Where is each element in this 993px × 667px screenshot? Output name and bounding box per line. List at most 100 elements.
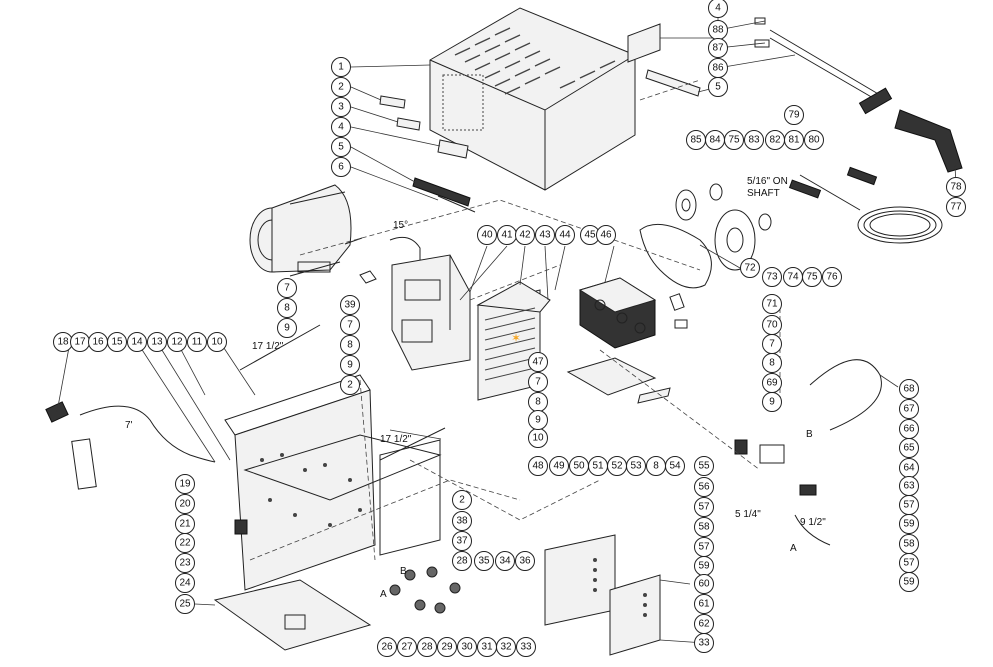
callout-label: 8 — [653, 461, 659, 472]
callout-87: 87 — [708, 38, 728, 58]
callout-55: 55 — [694, 456, 714, 476]
callout-8: 8 — [762, 353, 782, 373]
frame — [224, 374, 442, 591]
callout-label: 8 — [769, 358, 775, 369]
callout-label: 83 — [748, 135, 760, 146]
callout-7: 7 — [528, 372, 548, 392]
callout-43: 43 — [535, 225, 555, 245]
callout-label: 77 — [950, 202, 962, 213]
callout-label: 4 — [715, 3, 721, 14]
callout-label: 17 — [74, 337, 86, 348]
callout-label: 79 — [788, 110, 800, 121]
note-connector-a-right: A — [790, 543, 797, 554]
callout-33: 33 — [694, 633, 714, 653]
callout-label: 59 — [903, 519, 915, 530]
switch-panel — [391, 254, 471, 371]
callout-label: 70 — [766, 320, 778, 331]
callout-label: 55 — [698, 461, 710, 472]
callout-26: 26 — [377, 637, 397, 657]
callout-1: 1 — [331, 57, 351, 77]
note-shaft-line2: SHAFT — [747, 188, 780, 199]
callout-72: 72 — [740, 258, 760, 278]
callout-79: 79 — [784, 105, 804, 125]
callout-label: 33 — [698, 638, 710, 649]
callout-86: 86 — [708, 58, 728, 78]
callout-label: 28 — [421, 642, 433, 653]
callout-63: 63 — [899, 476, 919, 496]
hose-coil — [788, 166, 943, 244]
callout-5: 5 — [331, 137, 351, 157]
callout-label: 75 — [728, 135, 740, 146]
callout-56: 56 — [694, 477, 714, 497]
callout-49: 49 — [549, 456, 569, 476]
callout-23: 23 — [175, 553, 195, 573]
callout-label: 42 — [519, 230, 531, 241]
callout-83: 83 — [744, 130, 764, 150]
callout-label: 20 — [179, 499, 191, 510]
callout-label: 86 — [712, 63, 724, 74]
callout-label: 59 — [698, 561, 710, 572]
callout-13: 13 — [147, 332, 167, 352]
callout-11: 11 — [187, 332, 207, 352]
callout-label: 38 — [456, 516, 468, 527]
callout-7: 7 — [277, 278, 297, 298]
callout-76: 76 — [822, 267, 842, 287]
callout-62: 62 — [694, 614, 714, 634]
callout-label: 68 — [903, 384, 915, 395]
callout-2: 2 — [340, 375, 360, 395]
callout-label: 7 — [347, 320, 353, 331]
callout-label: 81 — [788, 135, 800, 146]
callout-label: 11 — [192, 337, 203, 348]
callout-59: 59 — [899, 572, 919, 592]
callout-label: 80 — [808, 135, 820, 146]
callout-label: 19 — [179, 479, 191, 490]
callout-label: 4 — [338, 122, 344, 133]
callout-31: 31 — [477, 637, 497, 657]
callout-label: 75 — [806, 272, 818, 283]
callout-71: 71 — [762, 294, 782, 314]
callout-34: 34 — [495, 551, 515, 571]
callout-47: 47 — [528, 352, 548, 372]
callout-80: 80 — [804, 130, 824, 150]
callout-33: 33 — [516, 637, 536, 657]
callout-label: 47 — [532, 357, 544, 368]
callout-9: 9 — [762, 392, 782, 412]
callout-4: 4 — [331, 117, 351, 137]
callout-10: 10 — [207, 332, 227, 352]
callout-2: 2 — [331, 77, 351, 97]
callout-label: 67 — [903, 404, 915, 415]
callout-label: 66 — [903, 424, 915, 435]
callout-3: 3 — [331, 97, 351, 117]
callout-22: 22 — [175, 533, 195, 553]
callout-label: 69 — [766, 378, 778, 389]
callout-label: 27 — [401, 642, 413, 653]
callout-label: 71 — [766, 299, 778, 310]
callout-label: 76 — [826, 272, 838, 283]
callout-label: 53 — [630, 461, 642, 472]
callout-9: 9 — [340, 355, 360, 375]
callout-67: 67 — [899, 399, 919, 419]
callout-85: 85 — [686, 130, 706, 150]
note-length-5-1-4: 5 1/4" — [735, 509, 761, 520]
callout-label: 85 — [690, 135, 702, 146]
callout-30: 30 — [457, 637, 477, 657]
note-connector-b-right: B — [806, 429, 813, 440]
callout-label: 21 — [179, 519, 191, 530]
callout-label: 72 — [744, 263, 756, 274]
callout-label: 1 — [338, 62, 344, 73]
callout-label: 10 — [532, 433, 544, 444]
callout-label: 62 — [698, 619, 710, 630]
note-length-9-1-2: 9 1/2" — [800, 517, 826, 528]
callout-label: 2 — [347, 380, 353, 391]
callout-label: 37 — [456, 536, 468, 547]
callout-8: 8 — [340, 335, 360, 355]
pump — [578, 277, 657, 349]
callout-18: 18 — [53, 332, 73, 352]
callout-label: 7 — [769, 339, 775, 350]
callout-label: 16 — [92, 337, 104, 348]
callout-57: 57 — [899, 495, 919, 515]
callout-label: 13 — [151, 337, 163, 348]
callout-label: 87 — [712, 43, 724, 54]
callout-label: 8 — [284, 303, 290, 314]
